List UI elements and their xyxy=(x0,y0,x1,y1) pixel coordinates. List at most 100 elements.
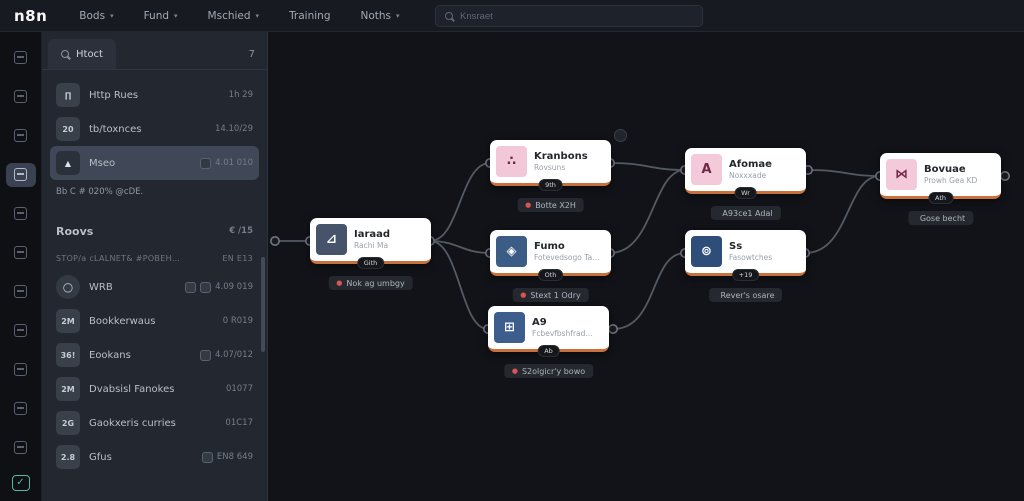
port[interactable] xyxy=(270,236,280,247)
rail-item-8[interactable] xyxy=(6,319,36,343)
connection-c-e[interactable] xyxy=(609,169,686,254)
connection-a-d[interactable] xyxy=(429,240,489,330)
item-label: Mseo xyxy=(89,157,116,169)
connection-e-g[interactable] xyxy=(807,169,881,177)
panel-tab-strip: Htoct 7 xyxy=(42,32,267,70)
menu-training[interactable]: Training xyxy=(289,10,330,22)
node-issue-badge: Rever's osare xyxy=(708,288,783,302)
rail-item-10[interactable] xyxy=(6,397,36,421)
search-input[interactable] xyxy=(460,10,693,22)
node-a9[interactable]: ⊞ A9 Fcbevfbshfrad… Ab ● S2olgicr'y bowo xyxy=(488,306,609,378)
list-item[interactable]: 2G Gaokxeris curries 01C17 xyxy=(50,406,259,440)
global-search[interactable] xyxy=(435,5,703,27)
whats-new-icon[interactable]: ✓ xyxy=(11,474,30,492)
node-type-icon: 36! xyxy=(56,343,80,367)
shortcut-icon xyxy=(200,157,212,169)
result-count: 7 xyxy=(248,49,255,60)
section-header: Roovs € /15 xyxy=(50,216,259,246)
item-value: 1h 29 xyxy=(228,90,253,100)
rail-item-9[interactable] xyxy=(6,358,36,382)
item-value: 0 R019 xyxy=(222,316,253,326)
menu-bods[interactable]: Bods ▾ xyxy=(79,10,113,22)
node-fumo[interactable]: ◈ Fumo Fotevedsogo Ta… Oth ● Stext 1 Odr… xyxy=(490,230,611,302)
node-title: Ss xyxy=(729,240,743,252)
node-icon: ◈ xyxy=(496,236,527,267)
node-title: A9 xyxy=(532,316,547,328)
rail-item-2[interactable] xyxy=(6,85,36,109)
canvas-plus-button[interactable] xyxy=(614,129,627,142)
port-out[interactable] xyxy=(999,171,1010,182)
connection-b-e[interactable] xyxy=(609,162,686,171)
node-type-icon: 2.8 xyxy=(56,445,80,469)
connection-a-b[interactable] xyxy=(429,162,491,242)
node-pill: +19 xyxy=(731,269,760,281)
rail-item-5[interactable] xyxy=(6,202,36,226)
port-out[interactable] xyxy=(607,323,618,334)
rail-item-1[interactable] xyxy=(6,46,36,70)
menu-noths[interactable]: Noths ▾ xyxy=(361,10,400,22)
node-pill: Gith xyxy=(356,257,385,269)
item-value: 01C17 xyxy=(225,418,253,428)
connection-f-g[interactable] xyxy=(804,175,881,254)
node-card[interactable]: ⊿ Iaraad Rachi Ma xyxy=(310,218,431,264)
menu-mschied[interactable]: Mschied ▾ xyxy=(208,10,260,22)
node-subtitle: Prowh Gea KD xyxy=(924,175,978,185)
node-bovuae[interactable]: ⋈ Bovuae Prowh Gea KD Ath Gose becht xyxy=(880,153,1001,225)
node-type-icon: ○ xyxy=(56,275,80,299)
item-value: 4.01 010 xyxy=(200,157,253,169)
list-item-selected[interactable]: ▲ Mseo 4.01 010 xyxy=(50,146,259,180)
node-issue-badge: ● Stext 1 Odry xyxy=(512,288,589,302)
chevron-down-icon: ▾ xyxy=(110,11,114,20)
list-item[interactable]: 36! Eookans 4.07/012 xyxy=(50,338,259,372)
rail-item-11[interactable] xyxy=(6,436,36,460)
node-iaraad[interactable]: ⊿ Iaraad Rachi Ma Gith ● Nok ag umbgy xyxy=(310,218,431,290)
link-label: Bb C # 020% @cDE. xyxy=(56,187,144,197)
node-pill: Ath xyxy=(927,192,954,204)
shortcut-icon xyxy=(200,281,212,293)
rail-icon xyxy=(14,51,27,65)
node-card[interactable]: A Afomae Noxxxade xyxy=(685,148,806,194)
menu-label: Noths xyxy=(360,9,392,22)
shortcut-icon xyxy=(185,281,197,293)
node-type-icon: 2G xyxy=(56,411,80,435)
rail-icon xyxy=(14,324,27,338)
item-value: 14.10/29 xyxy=(214,124,253,134)
node-issue-badge: ● Botte X2H xyxy=(517,198,584,212)
rail-item-4-selected[interactable] xyxy=(5,162,36,187)
list-item[interactable]: ○ WRB 4.09 019 xyxy=(50,270,259,304)
item-label: Bookkerwaus xyxy=(89,315,156,327)
item-value: 4.07/012 xyxy=(199,349,253,361)
chevron-down-icon: ▾ xyxy=(174,11,178,20)
list-item[interactable]: 2M Dvabsisl Fanokes 01077 xyxy=(50,372,259,406)
node-title: Iaraad xyxy=(354,228,391,240)
rail-item-3[interactable] xyxy=(6,124,36,148)
show-more-link[interactable]: Bb C # 020% @cDE. xyxy=(50,180,259,204)
search-icon xyxy=(61,50,69,58)
connection-d-f[interactable] xyxy=(612,252,686,330)
node-subtitle: Rovsuns xyxy=(534,162,566,172)
list-item[interactable]: 2.8 Gfus EN8 649 xyxy=(50,440,259,474)
workflow-canvas[interactable]: ⊿ Iaraad Rachi Ma Gith ● Nok ag umbgy ∴ … xyxy=(268,32,1024,501)
node-ss[interactable]: ⊚ Ss Fasowtches +19 Rever's osare xyxy=(685,230,806,302)
search-tab[interactable]: Htoct xyxy=(48,39,116,69)
node-afomae[interactable]: A Afomae Noxxxade Wr A93ce1 Adal xyxy=(685,148,806,220)
list-item[interactable]: ∏ Http Rues 1h 29 xyxy=(50,78,259,112)
menu-label: Training xyxy=(289,9,331,22)
chevron-down-icon: ▾ xyxy=(396,11,400,20)
error-dot-icon: ● xyxy=(336,279,343,287)
rail-icon xyxy=(14,402,27,416)
rail-item-7[interactable] xyxy=(6,280,36,304)
node-type-icon: 20 xyxy=(56,117,80,141)
list-item[interactable]: 20 tb/toxnces 14.10/29 xyxy=(50,112,259,146)
node-issue-badge: ● Nok ag umbgy xyxy=(328,276,413,290)
node-type-icon: ∏ xyxy=(56,83,80,107)
panel-scrollbar[interactable] xyxy=(261,257,265,352)
list-item[interactable]: 2M Bookkerwaus 0 R019 xyxy=(50,304,259,338)
item-label: Http Rues xyxy=(89,89,139,101)
node-kranbons[interactable]: ∴ Kranbons Rovsuns 9th ● Botte X2H xyxy=(490,140,611,212)
node-icon: ⊿ xyxy=(316,224,347,255)
menu-label: Mschied xyxy=(207,9,251,22)
rail-item-6[interactable] xyxy=(6,241,36,265)
connection-a-c[interactable] xyxy=(429,240,491,254)
menu-fund[interactable]: Fund ▾ xyxy=(144,10,178,22)
